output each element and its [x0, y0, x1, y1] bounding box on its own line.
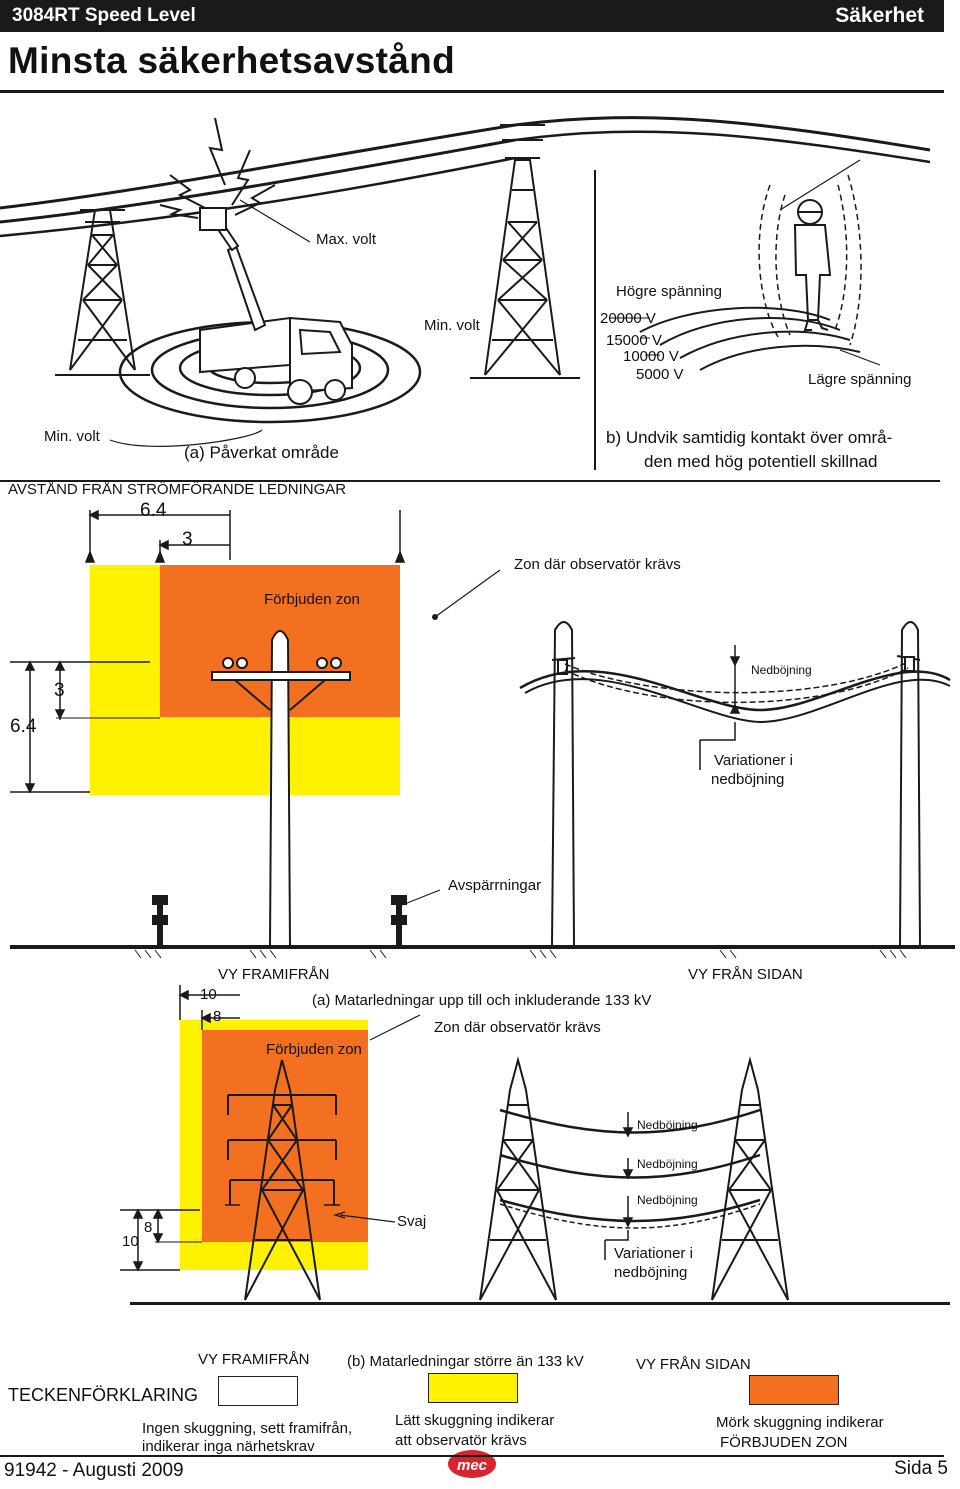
lattice-towers-side [479, 1056, 789, 1301]
legend-white-line1: Ingen skuggning, sett framifrån, [142, 1420, 353, 1437]
legend-swatch-white [218, 1376, 298, 1406]
legend-swatch-orange [749, 1375, 839, 1405]
dim-10-side: 10 [122, 1233, 139, 1250]
voltage-5000: 5000 V [636, 366, 684, 383]
caption-b-feeders: (b) Matarledningar större än 133 kV [347, 1353, 584, 1370]
voltage-15000: 15000 V [606, 332, 662, 349]
sag-label-low-3: Nedböjning [637, 1193, 698, 1207]
top-figure [0, 116, 931, 470]
sag-variation-low-2: nedböjning [614, 1264, 688, 1281]
title-rule [0, 90, 944, 93]
low-figure [120, 985, 950, 1305]
utility-pole-front [211, 630, 351, 946]
observer-zone-label-low: Zon där observatör krävs [434, 1019, 601, 1036]
front-view-label-legend: VY FRAMIFRÅN [198, 1351, 310, 1368]
dim-3-side: 3 [54, 680, 65, 701]
legend-title: TECKENFÖRKLARING [8, 1385, 199, 1405]
forbidden-zone-label-mid: Förbjuden zon [264, 591, 360, 608]
voltage-10000: 10000 V [623, 348, 679, 365]
caption-b-line2: den med hög potentiell skillnad [644, 452, 878, 471]
dim-3-top: 3 [182, 529, 193, 550]
barricades [152, 895, 407, 945]
sag-variation-low-1: Variationer i [614, 1245, 693, 1262]
left-tower-top [69, 209, 136, 371]
dim-64-side: 6.4 [10, 716, 37, 737]
legend-white-line2: indikerar inga närhetskrav [142, 1438, 315, 1455]
sway-label: Svaj [397, 1213, 427, 1230]
sag-label-mid: Nedböjning [751, 663, 812, 677]
sag-label-low-1: Nedböjning [637, 1118, 698, 1132]
forbidden-zone-low [202, 1030, 368, 1242]
header-bar: 3084RT Speed Level Säkerhet [0, 0, 944, 32]
dim-8-top: 8 [213, 1008, 222, 1025]
caption-b-line1: b) Undvik samtidig kontakt över områ- [606, 428, 893, 447]
worker-figure [639, 174, 862, 371]
forbidden-zone-label-low: Förbjuden zon [266, 1041, 362, 1058]
sag-variation-label-2: nedböjning [711, 771, 785, 788]
section-rule-1 [0, 480, 940, 482]
max-volt-label: Max. volt [316, 231, 377, 248]
section-name: Säkerhet [835, 4, 924, 27]
higher-voltage-label: Högre spänning [616, 283, 722, 300]
sag-label-low-2: Nedböjning [637, 1157, 698, 1171]
crane-truck [199, 207, 353, 405]
front-view-label-low: VY FRAMIFRÅN [218, 966, 330, 983]
legend-swatch-yellow [428, 1373, 518, 1403]
product-name: 3084RT Speed Level [12, 5, 196, 26]
dim-10-top: 10 [200, 986, 217, 1003]
min-volt-mid-label: Min. volt [424, 317, 480, 334]
mid-figure [10, 509, 955, 959]
distance-heading: AVSTÅND FRÅN STRÖMFÖRANDE LEDNINGAR [8, 481, 347, 498]
barricades-label: Avspärrningar [448, 877, 542, 894]
right-tower-top [484, 124, 561, 376]
side-view-label-low: VY FRÅN SIDAN [688, 966, 803, 983]
min-volt-left-label: Min. volt [44, 428, 100, 445]
document-number: 91942 - Augusti 2009 [4, 1460, 184, 1481]
page-number: Sida 5 [894, 1458, 948, 1479]
lattice-tower-front [225, 1059, 340, 1301]
side-view-poles [519, 621, 951, 946]
sag-variation-label-1: Variationer i [714, 752, 793, 769]
caption-a-feeders: (a) Matarledningar upp till och inkluder… [312, 992, 652, 1009]
side-view-label-legend: VY FRÅN SIDAN [636, 1356, 751, 1373]
footer-rule [0, 1455, 944, 1457]
legend-yellow-line1: Lätt skuggning indikerar [395, 1412, 555, 1429]
caption-a-affected-area: (a) Påverkat område [184, 443, 339, 462]
legend-orange-line2: FÖRBJUDEN ZON [720, 1434, 848, 1451]
dim-64-top: 6.4 [140, 500, 167, 521]
legend-orange-line1: Mörk skuggning indikerar [716, 1414, 884, 1431]
observer-zone-label-mid: Zon där observatör krävs [514, 556, 681, 573]
mec-logo-text: mec [457, 1457, 488, 1474]
dim-8-side: 8 [144, 1219, 153, 1236]
mec-logo: mec [448, 1450, 496, 1478]
lower-voltage-label: Lägre spänning [808, 371, 912, 388]
page-title: Minsta säkerhetsavstånd [8, 40, 455, 81]
legend-yellow-line2: att observatör krävs [395, 1432, 527, 1449]
voltage-20000: 20000 V [600, 310, 656, 327]
